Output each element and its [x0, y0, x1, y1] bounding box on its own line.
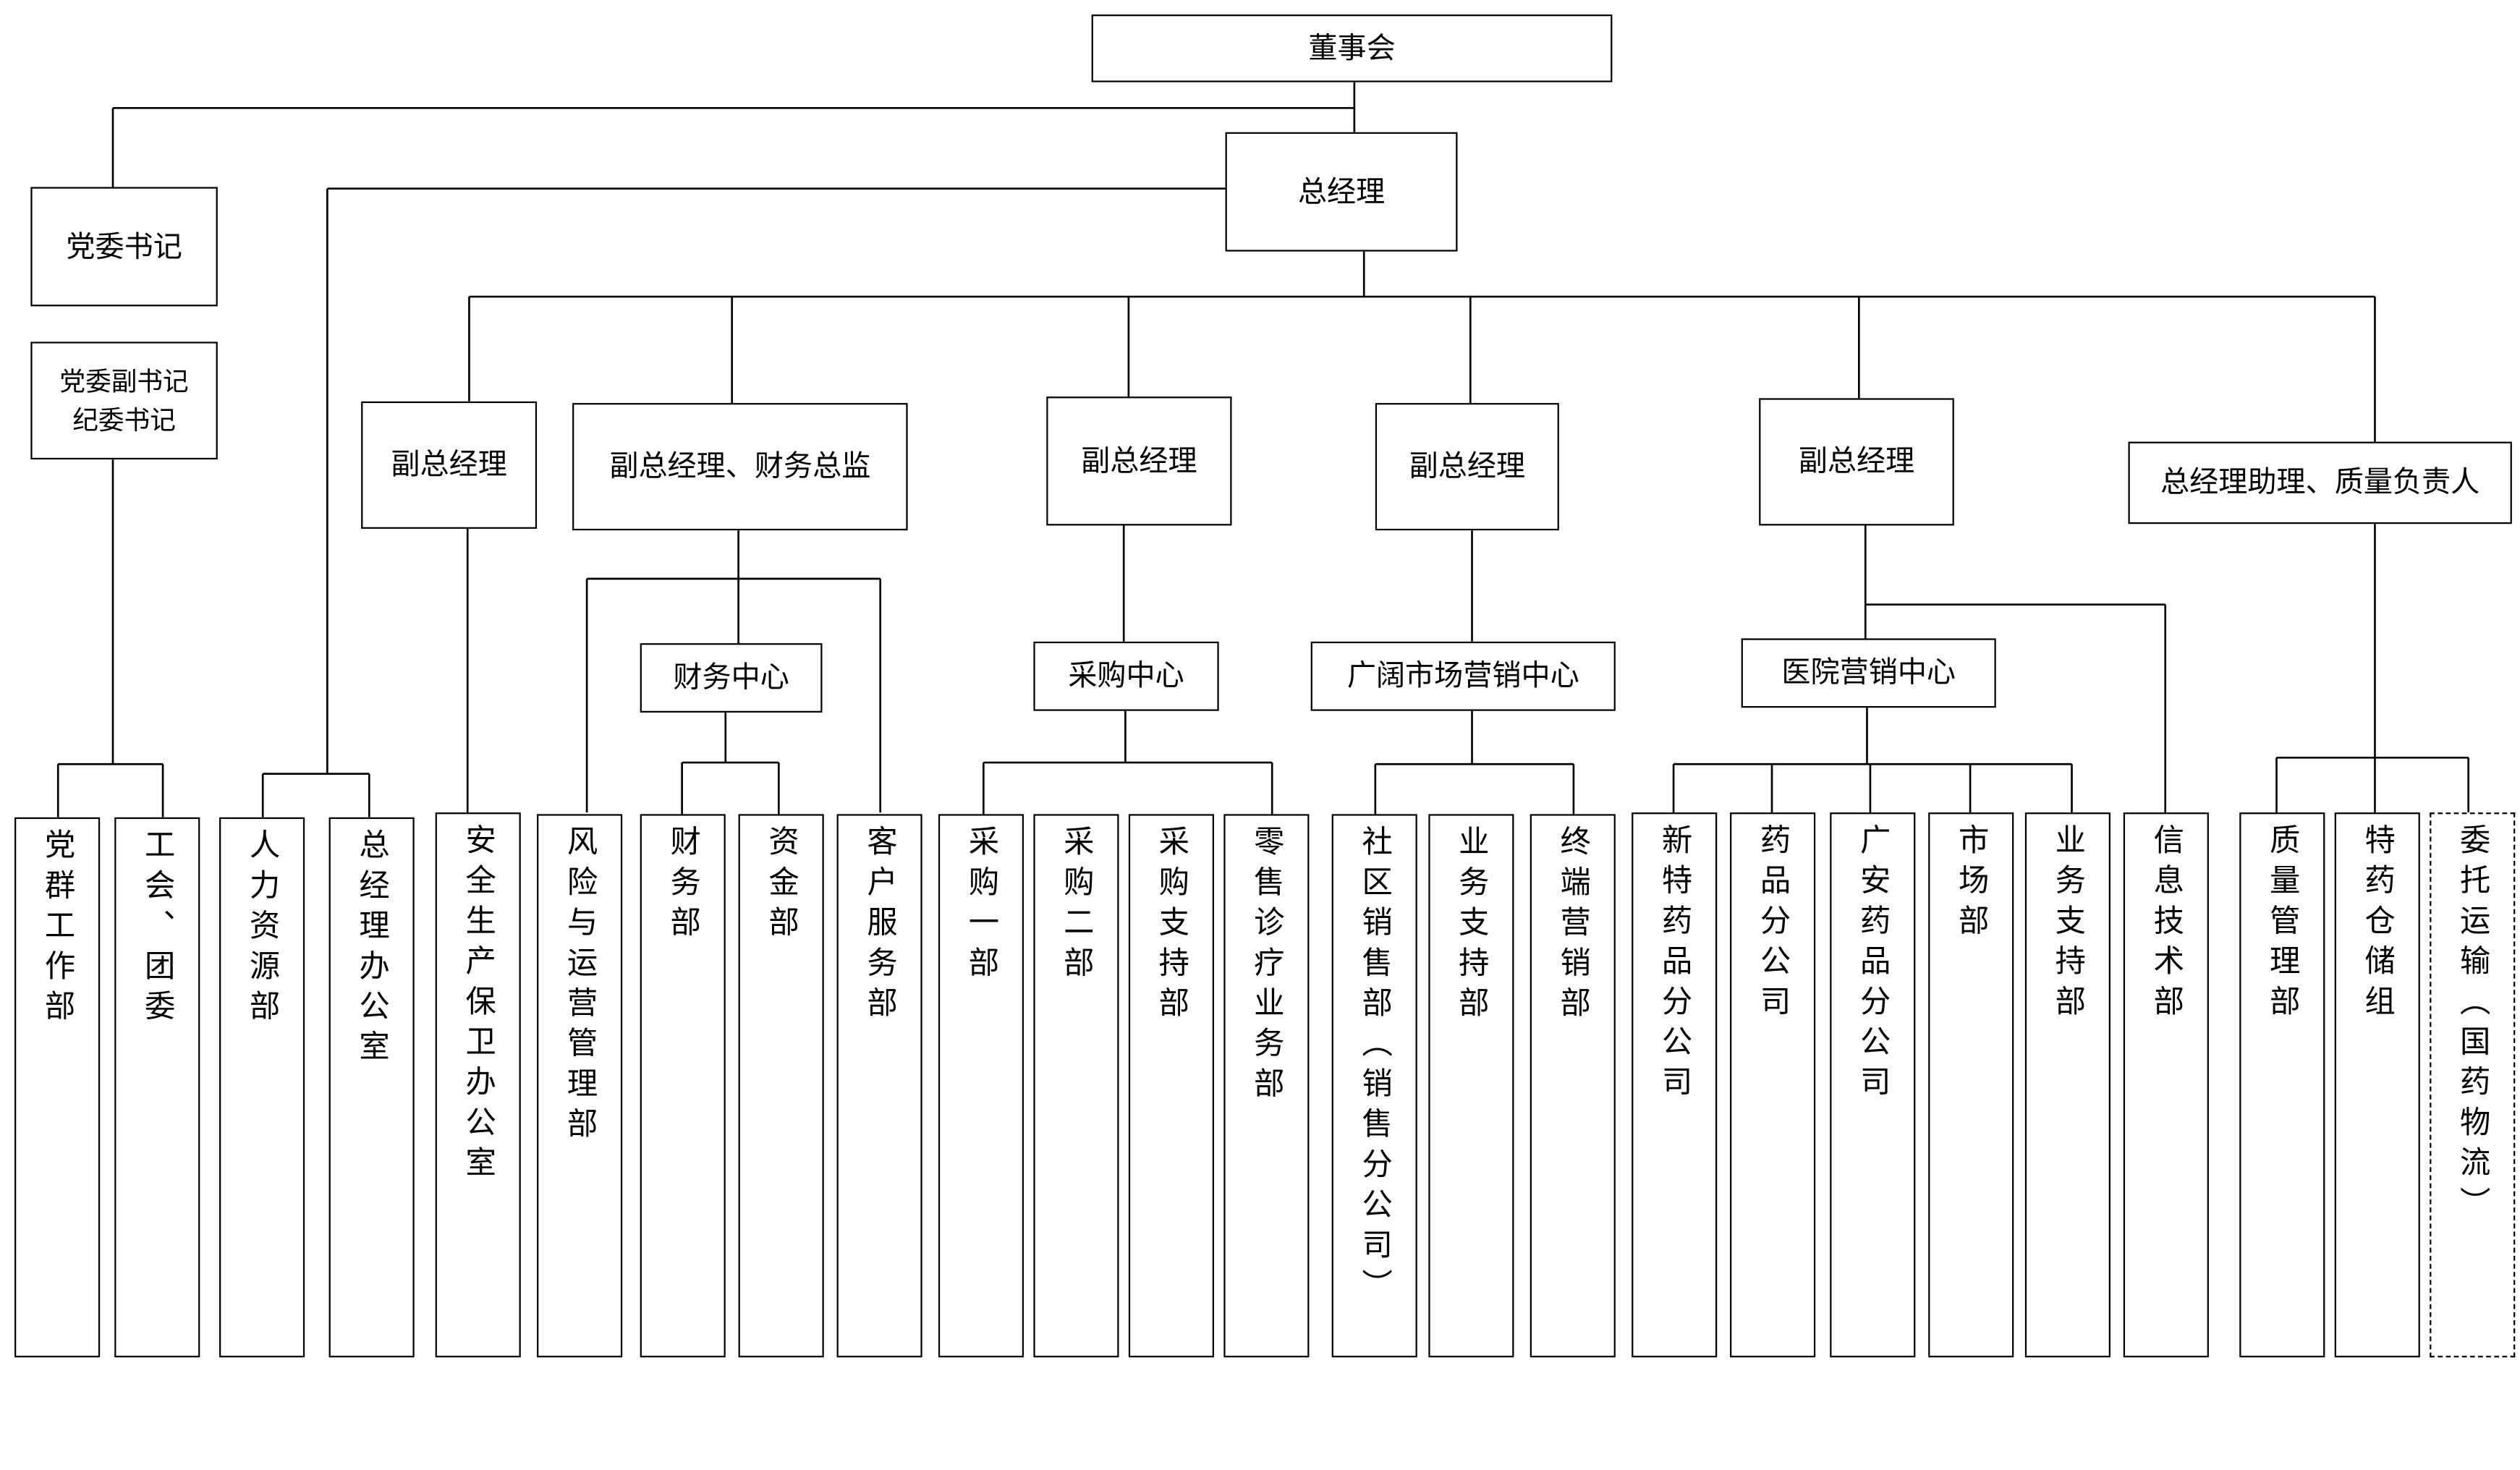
deputy-secretary-box: 党委副书记纪委书记 — [30, 341, 218, 460]
department-label: 工会、团委 — [140, 828, 176, 1030]
party-secretary-box: 党委书记 — [30, 187, 218, 307]
party-secretary-label: 党委书记 — [66, 229, 182, 264]
department-box: 业务支持部 — [2024, 812, 2110, 1358]
vp-cfo-box: 副总经理、财务总监 — [572, 403, 908, 531]
department-label: 药品分公司 — [1755, 823, 1791, 1026]
department-box: 安全生产保卫办公室 — [435, 812, 521, 1358]
vp-label: 副总经理、财务总监 — [609, 449, 871, 484]
vp-box: 副总经理 — [361, 401, 538, 529]
department-box: 党群工作部 — [14, 817, 101, 1358]
vp-label: 总经理助理、质量负责人 — [2160, 466, 2480, 500]
finance-center-box: 财务中心 — [640, 643, 823, 713]
vp-label: 副总经理 — [1798, 445, 1915, 479]
department-label: 资金部 — [763, 825, 799, 947]
discipline-secretary-label: 纪委书记 — [72, 404, 176, 435]
center-label: 广阔市场营销中心 — [1346, 659, 1579, 694]
department-label: 客户服务部 — [862, 825, 898, 1027]
department-label: 财务部 — [665, 825, 701, 947]
procurement-center-box: 采购中心 — [1033, 641, 1219, 711]
department-label: 党群工作部 — [40, 828, 76, 1030]
department-label: 终端营销部 — [1555, 825, 1591, 1027]
vp-box: 副总经理 — [1375, 403, 1559, 531]
department-label: 采购一部 — [964, 825, 1000, 987]
department-box: 资金部 — [738, 814, 824, 1358]
department-box: 新特药品分公司 — [1632, 812, 1718, 1358]
center-label: 财务中心 — [673, 660, 789, 695]
hospital-center-box: 医院营销中心 — [1741, 638, 1996, 708]
vp-box: 副总经理 — [1046, 396, 1232, 526]
department-box: 业务支持部 — [1428, 814, 1514, 1358]
gm-box: 总经理 — [1225, 132, 1458, 252]
department-box: 采购支持部 — [1128, 814, 1214, 1358]
department-label: 委托运输（国药物流） — [2455, 823, 2491, 1227]
department-label: 总经理办公室 — [354, 828, 390, 1071]
department-box: 总经理办公室 — [328, 817, 415, 1358]
department-label: 广安药品分公司 — [1855, 823, 1891, 1106]
department-label: 特药仓储组 — [2359, 823, 2396, 1026]
vp-label: 副总经理 — [1409, 449, 1526, 484]
department-box: 信息技术部 — [2123, 812, 2209, 1358]
department-label: 市场部 — [1953, 823, 1990, 945]
deputy-secretary-label: 党委副书记 — [59, 365, 189, 396]
vp-label: 副总经理 — [391, 448, 507, 483]
department-label: 业务支持部 — [1454, 825, 1490, 1027]
market-center-box: 广阔市场营销中心 — [1310, 641, 1616, 711]
department-box: 零售诊疗业务部 — [1223, 814, 1310, 1358]
department-box: 财务部 — [640, 814, 726, 1358]
vp-label: 副总经理 — [1081, 443, 1197, 478]
department-box: 市场部 — [1928, 812, 2014, 1358]
department-box: 广安药品分公司 — [1830, 812, 1916, 1358]
department-box: 特药仓储组 — [2334, 812, 2420, 1358]
board-label: 董事会 — [1308, 31, 1396, 66]
board-box: 董事会 — [1091, 14, 1613, 82]
department-box: 社区销售部（销售分公司） — [1331, 814, 1417, 1358]
department-label: 新特药品分公司 — [1657, 823, 1693, 1106]
department-box: 采购二部 — [1033, 814, 1119, 1358]
department-label: 人力资源部 — [245, 828, 281, 1030]
department-box: 工会、团委 — [114, 817, 200, 1358]
department-box: 质量管理部 — [2239, 812, 2325, 1358]
department-box: 客户服务部 — [836, 814, 922, 1358]
department-box: 采购一部 — [938, 814, 1024, 1358]
department-label: 采购支持部 — [1153, 825, 1190, 1027]
department-label: 社区销售部（销售分公司） — [1357, 825, 1393, 1309]
department-box: 终端营销部 — [1530, 814, 1616, 1358]
department-box: 风险与运营管理部 — [537, 814, 623, 1358]
department-label: 风险与运营管理部 — [562, 825, 598, 1148]
department-label: 质量管理部 — [2265, 823, 2301, 1026]
gm-assistant-box: 总经理助理、质量负责人 — [2128, 441, 2512, 524]
department-label: 采购二部 — [1059, 825, 1095, 987]
department-label: 信息技术部 — [2148, 823, 2184, 1026]
department-box: 人力资源部 — [219, 817, 305, 1358]
department-box: 药品分公司 — [1730, 812, 1816, 1358]
center-label: 医院营销中心 — [1781, 655, 1956, 690]
department-label: 业务支持部 — [2050, 823, 2086, 1026]
gm-label: 总经理 — [1297, 174, 1386, 209]
department-label: 零售诊疗业务部 — [1249, 825, 1285, 1108]
department-box: 委托运输（国药物流） — [2430, 812, 2516, 1358]
vp-box: 副总经理 — [1759, 398, 1954, 526]
center-label: 采购中心 — [1068, 659, 1184, 694]
department-label: 安全生产保卫办公室 — [460, 823, 496, 1187]
